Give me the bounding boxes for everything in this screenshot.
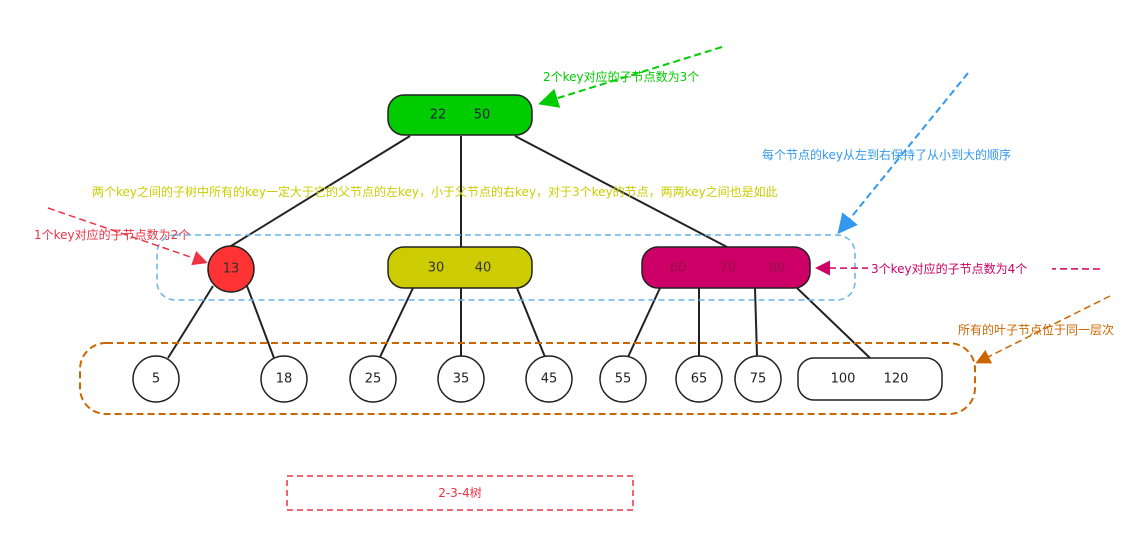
leaf-node-100-120: 100 120 [797, 357, 943, 401]
svg-text:25: 25 [365, 372, 382, 387]
annotation-between: 两个key之间的子树中所有的key一定大于它的父节点的左key，小于父节点的右k… [92, 184, 778, 199]
svg-text:55: 55 [615, 372, 632, 387]
leaf-node: 25 [349, 355, 397, 403]
node-13: 13 [207, 245, 255, 293]
svg-text:65: 65 [691, 372, 708, 387]
svg-text:35: 35 [453, 372, 470, 387]
orange-arrow [975, 295, 1111, 364]
blue-arrow [837, 72, 969, 235]
svg-text:100: 100 [831, 372, 856, 387]
annotation-order: 每个节点的key从左到右保持了从小到大的顺序 [762, 147, 1011, 162]
leaf-node: 55 [599, 355, 647, 403]
green-arrow [538, 46, 723, 108]
svg-text:70: 70 [720, 261, 737, 276]
annotation-two-children: 1个key对应的子节点数为2个 [34, 227, 190, 242]
node-30-40: 30 40 [387, 246, 533, 289]
svg-text:50: 50 [474, 108, 491, 123]
leaf-level-box [79, 342, 976, 415]
svg-text:60: 60 [670, 261, 687, 276]
diagram-title: 2-3-4树 [438, 485, 482, 500]
title-box [286, 475, 634, 511]
leaf-node: 35 [437, 355, 485, 403]
svg-text:5: 5 [152, 372, 160, 387]
svg-text:22: 22 [430, 108, 447, 123]
leaf-node: 5 [132, 355, 180, 403]
svg-text:45: 45 [541, 372, 558, 387]
annotation-same-level: 所有的叶子节点位于同一层次 [958, 322, 1114, 337]
leaf-node: 75 [734, 355, 782, 403]
svg-text:40: 40 [475, 261, 492, 276]
magenta-arrow [815, 260, 1101, 276]
leaf-nodes: 5 18 25 35 45 55 65 75 [132, 355, 782, 403]
svg-text:80: 80 [769, 261, 786, 276]
leaf-node: 45 [525, 355, 573, 403]
svg-text:13: 13 [223, 262, 240, 277]
svg-text:120: 120 [884, 372, 909, 387]
annotation-three-children: 2个key对应的子节点数为3个 [543, 69, 699, 84]
leaf-node: 18 [260, 355, 308, 403]
svg-text:18: 18 [276, 372, 293, 387]
leaf-node: 65 [675, 355, 723, 403]
node-60-70-80: 60 70 80 [641, 246, 811, 289]
annotation-four-children: 3个key对应的子节点数为4个 [871, 261, 1027, 276]
red-arrow [47, 207, 208, 266]
root-node: 22 50 [387, 94, 533, 136]
svg-text:30: 30 [428, 261, 445, 276]
svg-text:75: 75 [750, 372, 767, 387]
